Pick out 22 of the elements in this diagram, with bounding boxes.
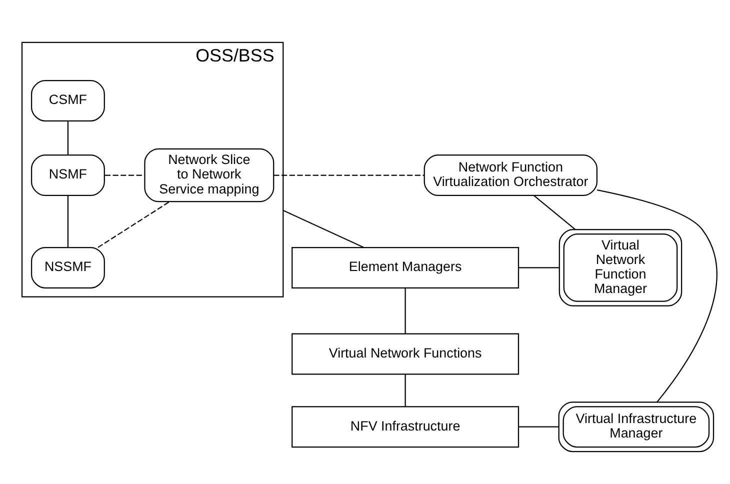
node-box: NFV Infrastructure — [292, 406, 520, 448]
node-box: CSMF — [30, 80, 105, 121]
connector — [518, 266, 560, 268]
node-box: Virtual Infrastructure Manager — [558, 401, 714, 452]
node-box: Element Managers — [292, 246, 520, 288]
node-box: Virtual Network Function Manager — [558, 228, 682, 306]
node-box: Network Function Virtualization Orchestrator — [424, 154, 598, 196]
connector — [67, 195, 69, 247]
connector — [274, 174, 424, 176]
connector — [534, 194, 576, 230]
node-box: Virtual Network Functions — [292, 332, 520, 374]
connector — [518, 426, 559, 427]
connector — [282, 209, 364, 248]
node-box: Network Slice to Network Service mapping — [144, 148, 274, 202]
connector — [596, 188, 718, 402]
node-box: NSSMF — [30, 246, 105, 288]
connector — [104, 174, 144, 176]
node-box: NSMF — [30, 154, 105, 196]
connector — [404, 287, 406, 334]
connector — [67, 120, 69, 154]
connector — [404, 374, 406, 406]
connector — [98, 200, 170, 248]
